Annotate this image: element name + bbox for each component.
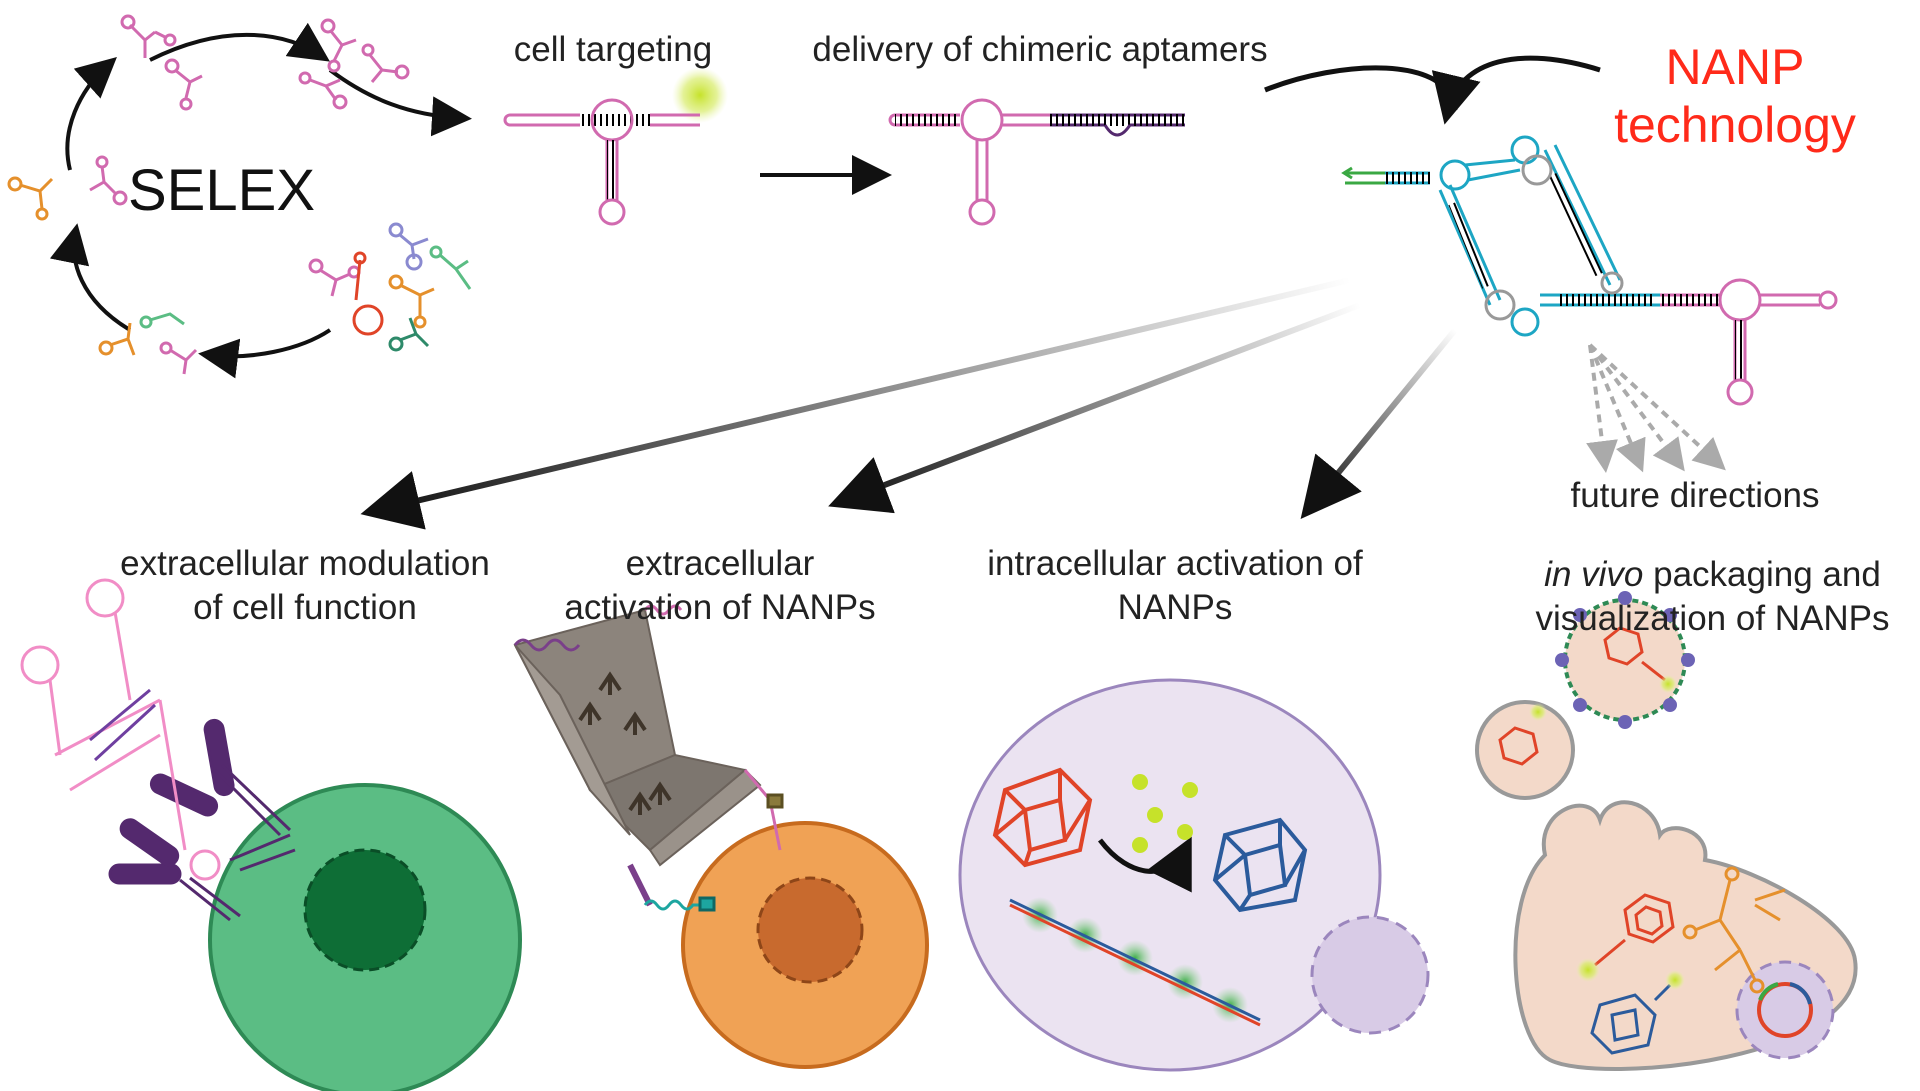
application-arrows bbox=[360, 277, 1458, 530]
vesicle bbox=[1475, 700, 1575, 800]
nanp-structure bbox=[1341, 135, 1838, 406]
future-directions-label: future directions bbox=[1570, 476, 1820, 515]
green-cell bbox=[208, 783, 522, 1091]
green-fluorescent-strand bbox=[1009, 897, 1261, 1027]
delivery-label: delivery of chimeric aptamers bbox=[812, 30, 1268, 69]
extracellular-modulation-label: extracellular modulation of cell functio… bbox=[120, 544, 490, 627]
selex-cycle: SELEX bbox=[7, 14, 472, 379]
orange-cell bbox=[681, 821, 929, 1069]
nanp-technology-title: NANP technology bbox=[1614, 39, 1856, 153]
activation-arrow bbox=[1098, 836, 1192, 893]
red-cube-nanoparticle bbox=[992, 767, 1093, 868]
dna-origami-box bbox=[513, 608, 762, 867]
blue-cube-nanoparticle bbox=[1212, 817, 1308, 913]
in-vivo-label: in vivo packaging and visualization of N… bbox=[1535, 555, 1890, 638]
bivalent-aptamer bbox=[20, 578, 221, 881]
chimeric-aptamer bbox=[888, 98, 1185, 226]
virus-particle bbox=[1555, 591, 1695, 729]
released-dots bbox=[1132, 774, 1198, 853]
lock-strands bbox=[513, 604, 784, 912]
intracellular-activation-label: intracellular activation of NANPs bbox=[987, 544, 1363, 627]
extracellular-activation-label: extracellular activation of NANPs bbox=[564, 544, 876, 627]
cell-targeting-label: cell targeting bbox=[513, 30, 713, 69]
receptors bbox=[108, 718, 296, 922]
cell-targeting-aptamer bbox=[503, 67, 728, 226]
future-direction-arrows bbox=[1586, 343, 1726, 473]
producing-cell bbox=[1513, 800, 1858, 1072]
selex-label: SELEX bbox=[128, 158, 315, 223]
host-cell-ellipse bbox=[958, 678, 1430, 1072]
